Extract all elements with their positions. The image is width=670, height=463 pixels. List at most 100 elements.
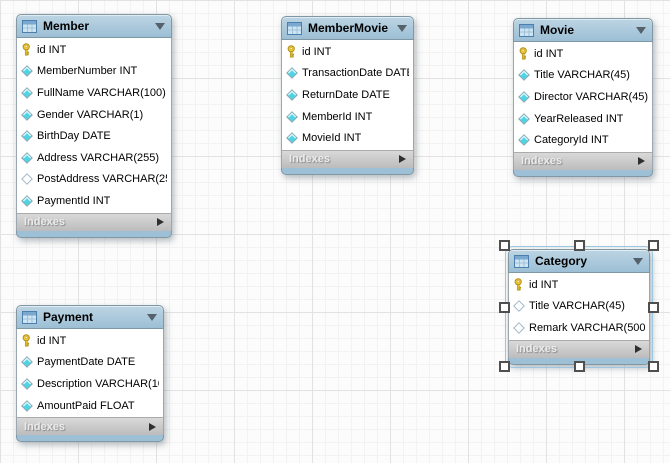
selection-handle-se[interactable] bbox=[648, 360, 659, 372]
key-icon bbox=[21, 43, 34, 56]
table-column-row[interactable]: Title VARCHAR(45) bbox=[514, 65, 652, 87]
column-definition: id INT bbox=[302, 45, 332, 58]
selection-handle-sw[interactable] bbox=[499, 360, 510, 372]
selection-handle-e[interactable] bbox=[648, 301, 659, 313]
table-columns: id INT Title VARCHAR(45) Director VARCHA… bbox=[513, 42, 653, 152]
diamond-filled-icon bbox=[21, 130, 34, 143]
table-icon bbox=[22, 310, 37, 324]
table-member: Member id INT MemberNumber INT FullName … bbox=[16, 14, 172, 238]
table-column-row[interactable]: YearReleased INT bbox=[514, 108, 652, 130]
collapse-arrow-icon[interactable] bbox=[636, 26, 646, 34]
table-header[interactable]: Category bbox=[508, 249, 650, 273]
table-columns: id INT Title VARCHAR(45) Remark VARCHAR(… bbox=[508, 273, 650, 340]
selection-handle-w[interactable] bbox=[499, 301, 510, 313]
table-column-row[interactable]: ReturnDate DATE bbox=[282, 84, 413, 106]
table-column-row[interactable]: id INT bbox=[509, 274, 649, 296]
table-column-row[interactable]: id INT bbox=[514, 43, 652, 65]
expand-arrow-icon[interactable] bbox=[635, 345, 642, 354]
indexes-label: Indexes bbox=[24, 216, 65, 229]
table-column-row[interactable]: id INT bbox=[17, 330, 163, 352]
column-definition: id INT bbox=[37, 334, 67, 347]
table-column-row[interactable]: Address VARCHAR(255) bbox=[17, 147, 171, 169]
diamond-hollow-icon bbox=[21, 173, 34, 186]
column-definition: PostAddress VARCHAR(255) bbox=[37, 173, 167, 186]
expand-arrow-icon[interactable] bbox=[638, 157, 645, 166]
table-column-row[interactable]: PostAddress VARCHAR(255) bbox=[17, 169, 171, 191]
indexes-section[interactable]: Indexes bbox=[513, 151, 653, 170]
table-column-row[interactable]: Gender VARCHAR(1) bbox=[17, 104, 171, 126]
column-definition: Address VARCHAR(255) bbox=[37, 151, 160, 164]
table-column-row[interactable]: Title VARCHAR(45) bbox=[509, 296, 649, 318]
table-column-row[interactable]: CategoryId INT bbox=[514, 129, 652, 151]
table-column-row[interactable]: id INT bbox=[282, 41, 413, 63]
table-column-row[interactable]: PaymentDate DATE bbox=[17, 352, 163, 374]
column-definition: PaymentDate DATE bbox=[37, 356, 136, 369]
table-column-row[interactable]: MovieId INT bbox=[282, 127, 413, 149]
table-bottom-bar bbox=[281, 167, 414, 175]
expand-arrow-icon[interactable] bbox=[157, 218, 164, 227]
table-payment: Payment id INT PaymentDate DATE Descript… bbox=[16, 305, 164, 443]
indexes-section[interactable]: Indexes bbox=[508, 339, 650, 358]
table-column-row[interactable]: id INT bbox=[17, 39, 171, 61]
collapse-arrow-icon[interactable] bbox=[397, 24, 407, 32]
selection-handle-nw[interactable] bbox=[499, 240, 510, 251]
diamond-filled-icon bbox=[21, 108, 34, 121]
table-title: Payment bbox=[43, 310, 94, 324]
selection-handle-s[interactable] bbox=[574, 360, 585, 372]
table-column-row[interactable]: FullName VARCHAR(100) bbox=[17, 82, 171, 104]
table-header[interactable]: Member bbox=[16, 14, 172, 38]
column-definition: Title VARCHAR(45) bbox=[534, 69, 630, 82]
column-definition: MovieId INT bbox=[302, 132, 362, 145]
table-header[interactable]: MemberMovie bbox=[281, 16, 414, 40]
indexes-label: Indexes bbox=[289, 153, 330, 166]
key-icon bbox=[286, 45, 299, 58]
indexes-section[interactable]: Indexes bbox=[16, 417, 164, 436]
expand-arrow-icon[interactable] bbox=[399, 155, 406, 164]
table-columns: id INT PaymentDate DATE Description VARC… bbox=[16, 329, 164, 418]
table-header[interactable]: Payment bbox=[16, 305, 164, 329]
collapse-arrow-icon[interactable] bbox=[147, 313, 157, 321]
indexes-section[interactable]: Indexes bbox=[16, 212, 172, 231]
table-column-row[interactable]: MemberNumber INT bbox=[17, 61, 171, 83]
diamond-filled-icon bbox=[286, 89, 299, 101]
diamond-filled-icon bbox=[286, 132, 299, 145]
column-definition: BirthDay DATE bbox=[37, 130, 111, 143]
key-icon bbox=[518, 47, 531, 60]
diamond-filled-icon bbox=[518, 69, 531, 82]
column-definition: ReturnDate DATE bbox=[302, 88, 390, 101]
column-definition: MemberNumber INT bbox=[37, 65, 138, 78]
collapse-arrow-icon[interactable] bbox=[633, 257, 643, 265]
table-column-row[interactable]: AmountPaid FLOAT bbox=[17, 395, 163, 417]
diamond-hollow-icon bbox=[513, 322, 526, 334]
selection-handle-n[interactable] bbox=[574, 240, 585, 251]
indexes-label: Indexes bbox=[516, 343, 557, 356]
column-definition: Remark VARCHAR(500) bbox=[529, 321, 645, 334]
table-icon bbox=[287, 21, 302, 35]
table-title: Member bbox=[43, 19, 90, 33]
indexes-label: Indexes bbox=[24, 420, 65, 433]
table-column-row[interactable]: Remark VARCHAR(500) bbox=[509, 317, 649, 339]
expand-arrow-icon[interactable] bbox=[149, 422, 156, 431]
table-column-row[interactable]: MemberId INT bbox=[282, 106, 413, 128]
table-column-row[interactable]: TransactionDate DATE bbox=[282, 63, 413, 85]
diamond-filled-icon bbox=[518, 134, 531, 147]
column-definition: id INT bbox=[534, 47, 564, 60]
table-bottom-bar bbox=[16, 435, 164, 443]
table-column-row[interactable]: Director VARCHAR(45) bbox=[514, 86, 652, 108]
table-bottom-bar bbox=[16, 230, 172, 238]
indexes-section[interactable]: Indexes bbox=[281, 149, 414, 168]
diamond-filled-icon bbox=[21, 378, 34, 390]
column-definition: PaymentId INT bbox=[37, 194, 111, 207]
table-column-row[interactable]: BirthDay DATE bbox=[17, 125, 171, 147]
diamond-filled-icon bbox=[518, 112, 531, 125]
table-column-row[interactable]: PaymentId INT bbox=[17, 190, 171, 212]
table-header[interactable]: Movie bbox=[513, 18, 653, 42]
column-definition: id INT bbox=[37, 43, 67, 56]
collapse-arrow-icon[interactable] bbox=[155, 22, 165, 30]
column-definition: id INT bbox=[529, 278, 559, 291]
selection-handle-ne[interactable] bbox=[648, 240, 659, 251]
table-column-row[interactable]: Description VARCHAR(100) bbox=[17, 373, 163, 395]
diamond-filled-icon bbox=[21, 87, 34, 99]
table-columns: id INT MemberNumber INT FullName VARCHAR… bbox=[16, 38, 172, 213]
